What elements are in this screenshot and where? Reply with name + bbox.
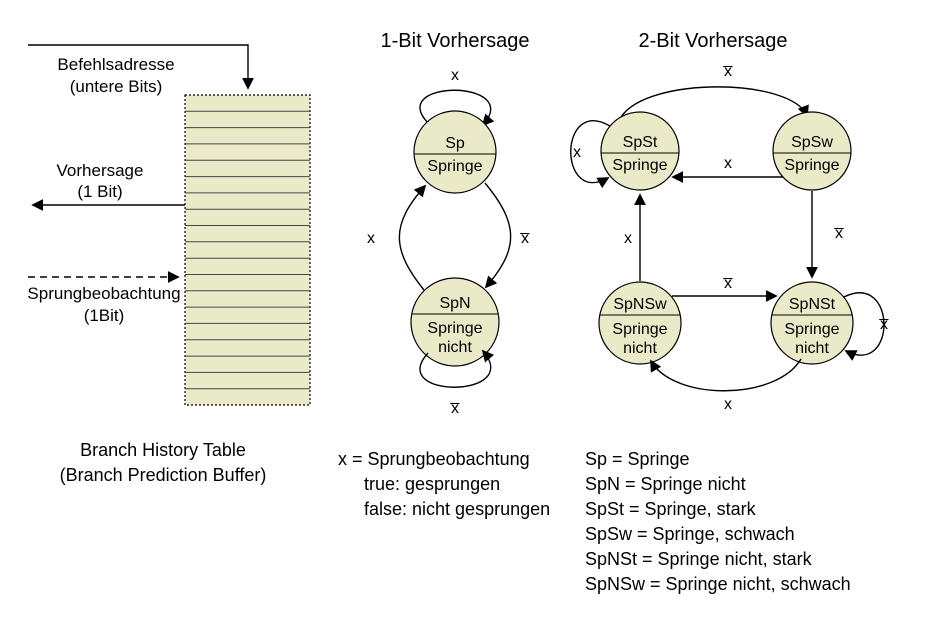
one-bit-legend-line2: true: gesprungen: [364, 474, 500, 494]
edge-spnst-to-spnsw: [650, 358, 802, 392]
state-spsw-circle: [772, 111, 852, 191]
state-spnsw-output-line2: nicht: [623, 340, 657, 357]
edge-spnst-to-spnsw-label: x: [724, 396, 732, 413]
edge-spnst-self-loop: [843, 292, 885, 361]
edge-sp-self-loop: [419, 89, 495, 127]
edge-sp-self-label: x: [451, 67, 459, 84]
edge-spsw-to-spnst-label: x̅: [834, 225, 844, 242]
state-spn-circle: [410, 277, 500, 367]
edge-spn-self-label: x̅: [450, 400, 460, 417]
two-bit-section: 2-Bit Vorhersage x̅ x SpSt Springe SpSw …: [570, 30, 889, 594]
two-bit-legend-line5: SpNSt = Springe nicht, stark: [585, 549, 813, 569]
state-spsw-name: SpSw: [791, 134, 833, 151]
bht-table: [184, 94, 311, 406]
bht-section: Befehlsadresse (untere Bits) Vorhersage …: [27, 44, 311, 485]
state-spst-output: Springe: [612, 157, 667, 174]
state-spst-name: SpSt: [623, 134, 658, 151]
edge-sp-to-spn: [484, 182, 512, 289]
state-spn-name: SpN: [439, 295, 470, 312]
edge-spn-to-sp-label: x: [367, 230, 375, 247]
state-sp-output: Springe: [427, 158, 482, 175]
edge-spst-to-spsw-label: x̅: [723, 63, 733, 80]
two-bit-legend-line4: SpSw = Springe, schwach: [585, 524, 795, 544]
bht-feedback-label-line1: Sprungbeobachtung: [27, 284, 180, 303]
bht-address-label-line1: Befehlsadresse: [57, 55, 174, 74]
bht-rows: [185, 110, 310, 390]
state-spn-output-line2: nicht: [438, 339, 472, 356]
one-bit-legend-line3: false: nicht gesprungen: [364, 499, 550, 519]
state-spsw-output: Springe: [784, 157, 839, 174]
state-spnst-circle: [770, 281, 854, 365]
bht-caption-line1: Branch History Table: [80, 440, 246, 460]
edge-spn-to-sp: [398, 184, 427, 291]
two-bit-legend-line6: SpNSw = Springe nicht, schwach: [585, 574, 851, 594]
two-bit-legend-line3: SpSt = Springe, stark: [585, 499, 757, 519]
edge-spn-self-loop: [419, 349, 495, 388]
one-bit-legend-line1: x = Sprungbeobachtung: [338, 449, 530, 469]
edge-spst-self-label: x: [573, 144, 581, 161]
edge-spsw-to-spst-label: x: [724, 155, 732, 172]
edge-spnsw-to-spnst-label: x̅: [723, 275, 733, 292]
edge-spnsw-to-spst-label: x: [624, 230, 632, 247]
state-spnst-output-line2: nicht: [795, 340, 829, 357]
state-spnsw-name: SpNSw: [613, 296, 667, 313]
two-bit-legend-line2: SpN = Springe nicht: [585, 474, 746, 494]
state-spnsw-circle: [598, 281, 682, 365]
state-spst-circle: [600, 111, 680, 191]
bht-address-label-line2: (untere Bits): [70, 77, 163, 96]
one-bit-title: 1-Bit Vorhersage: [381, 30, 530, 52]
state-spnst-name: SpNSt: [789, 296, 836, 313]
one-bit-section: 1-Bit Vorhersage x Sp Springe x x̅ SpN S…: [338, 30, 550, 519]
bht-address-arrow: [28, 44, 254, 90]
two-bit-legend-line1: Sp = Springe: [585, 449, 690, 469]
edge-sp-to-spn-label: x̅: [520, 230, 530, 247]
bht-prediction-label-line1: Vorhersage: [57, 161, 144, 180]
edge-spnst-self-label: x̅: [879, 316, 889, 333]
edge-spst-to-spsw: [620, 86, 809, 118]
state-spnst-output-line1: Springe: [784, 321, 839, 338]
state-spnsw-output-line1: Springe: [612, 321, 667, 338]
state-sp-circle: [413, 110, 497, 194]
two-bit-title: 2-Bit Vorhersage: [639, 30, 788, 52]
bht-caption-line2: (Branch Prediction Buffer): [60, 465, 267, 485]
state-sp-name: Sp: [445, 135, 465, 152]
state-spn-output-line1: Springe: [427, 320, 482, 337]
edge-spst-self-loop: [570, 120, 611, 189]
bht-feedback-label-line2: (1Bit): [84, 306, 125, 325]
bht-prediction-label-line2: (1 Bit): [77, 182, 122, 201]
